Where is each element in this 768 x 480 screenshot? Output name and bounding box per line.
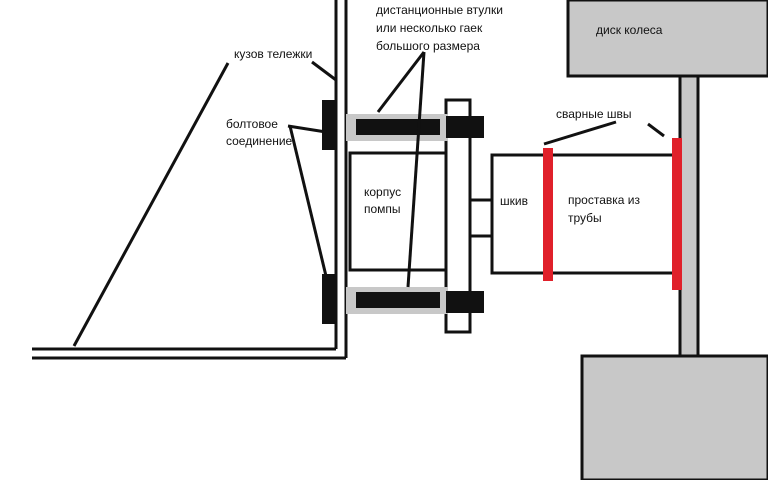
bolt-heads-left	[322, 100, 336, 324]
spacer-bushings	[346, 114, 448, 314]
label-welds: сварные швы	[556, 107, 631, 121]
wheel-disc-top	[566, 0, 768, 78]
bolt-nuts-right	[446, 116, 484, 313]
weld-seam-left	[543, 148, 553, 281]
label-cart-body: кузов тележки	[234, 47, 312, 61]
weld-seam-right	[672, 138, 682, 290]
label-pulley: шкив	[500, 194, 528, 208]
label-bolt-connection: болтовое соединение	[226, 117, 293, 148]
label-wheel-disc: диск колеса	[596, 23, 663, 37]
wheel-disc-bottom	[580, 354, 768, 480]
label-pump-body: корпус помпы	[364, 185, 404, 216]
pulley	[490, 153, 550, 275]
leader-lines	[72, 51, 665, 347]
label-pipe-spacer: проставка из трубы	[568, 193, 643, 225]
wheel-hub	[678, 74, 700, 358]
label-spacers: дистанционные втулки или несколько гаек …	[376, 3, 506, 53]
